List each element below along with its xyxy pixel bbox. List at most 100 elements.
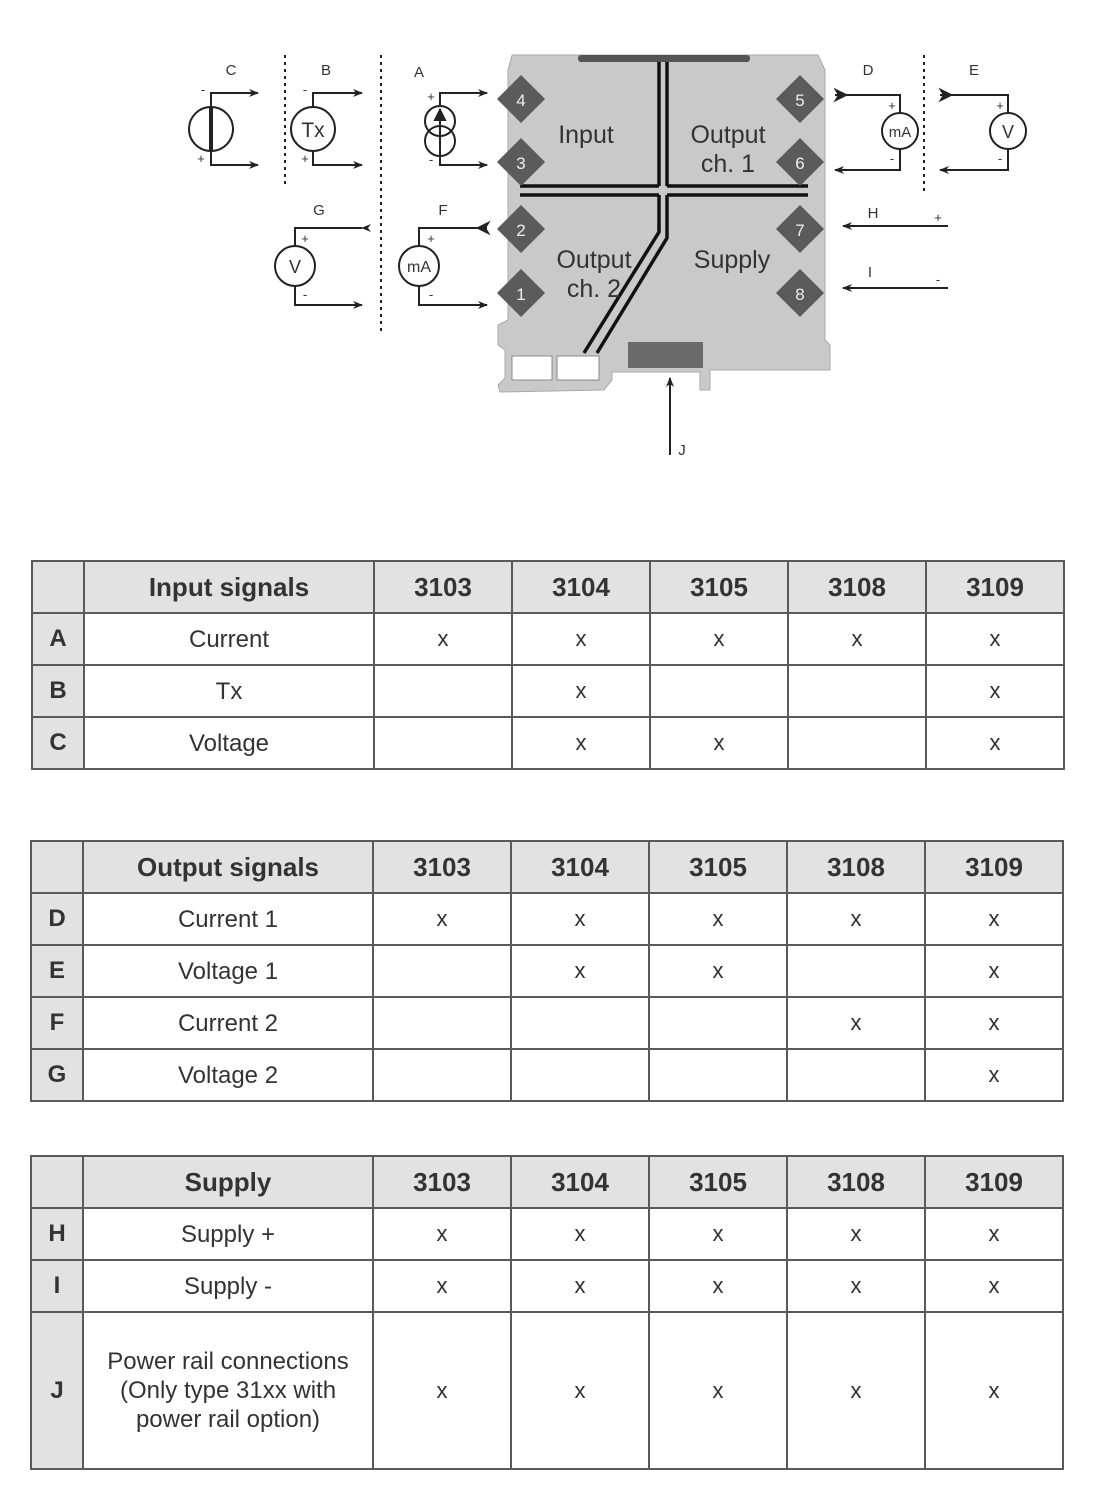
support-mark: x	[511, 664, 651, 718]
polarity-plus: +	[427, 89, 435, 104]
support-mark: x	[924, 944, 1064, 998]
terminal-number: 6	[795, 154, 804, 173]
terminal-5	[775, 74, 825, 124]
support-mark: x	[786, 1311, 926, 1470]
support-mark	[510, 1048, 650, 1102]
terminal-number: 5	[795, 91, 804, 110]
polarity-minus: -	[890, 151, 894, 166]
label-a: A	[414, 64, 424, 81]
polarity-plus: +	[197, 151, 205, 166]
terminal-2	[496, 204, 546, 254]
section-input: Input	[558, 121, 614, 149]
support-mark	[373, 716, 513, 770]
polarity-minus: -	[201, 82, 205, 97]
support-mark: x	[649, 716, 789, 770]
model-header: 3104	[511, 560, 651, 614]
support-mark: x	[648, 1311, 788, 1470]
section-output1-ch: ch. 1	[701, 150, 755, 178]
support-mark: x	[372, 892, 512, 946]
polarity-minus: -	[303, 287, 307, 302]
model-header: 3108	[786, 840, 926, 894]
support-mark: x	[510, 892, 650, 946]
support-mark: x	[648, 892, 788, 946]
support-mark: x	[648, 1207, 788, 1261]
row-letter: I	[30, 1259, 84, 1313]
support-mark: x	[372, 1311, 512, 1470]
support-mark	[786, 1048, 926, 1102]
support-mark: x	[510, 1259, 650, 1313]
polarity-plus: +	[427, 231, 435, 246]
terminal-number: 3	[516, 154, 525, 173]
support-mark: x	[924, 1048, 1064, 1102]
ammeter-d	[833, 87, 919, 174]
terminal-7	[775, 204, 825, 254]
ammeter-f	[398, 220, 491, 309]
polarity-minus: -	[998, 151, 1002, 166]
support-mark: x	[511, 716, 651, 770]
terminal-number: 7	[795, 221, 804, 240]
internal-isolation-lines	[520, 62, 808, 354]
support-mark: x	[372, 1207, 512, 1261]
support-mark: x	[925, 664, 1065, 718]
corner-cell	[30, 1155, 84, 1209]
voltmeter-g	[274, 224, 371, 309]
support-mark: x	[372, 1259, 512, 1313]
terminal-3	[496, 137, 546, 187]
support-mark: x	[648, 1259, 788, 1313]
terminal-1	[496, 268, 546, 318]
polarity-minus: -	[429, 152, 433, 167]
row-label: Current	[83, 612, 375, 666]
ma-label: mA	[889, 124, 912, 141]
support-mark: x	[786, 1207, 926, 1261]
v-label: V	[1002, 122, 1014, 142]
model-header: 3108	[787, 560, 927, 614]
support-mark: x	[510, 1311, 650, 1470]
voltage-source-c	[188, 89, 259, 169]
row-label: Supply +	[82, 1207, 374, 1261]
row-letter: D	[30, 892, 84, 946]
terminal-4	[496, 74, 546, 124]
support-mark: x	[649, 612, 789, 666]
model-header: 3105	[648, 1155, 788, 1209]
support-mark	[787, 664, 927, 718]
ma-label: mA	[407, 259, 431, 276]
row-letter: B	[31, 664, 85, 718]
support-mark: x	[786, 892, 926, 946]
support-mark: x	[924, 1259, 1064, 1313]
row-label: Voltage 1	[82, 944, 374, 998]
row-letter: J	[30, 1311, 84, 1470]
polarity-minus: -	[936, 272, 940, 287]
v-label: V	[289, 257, 301, 277]
corner-cell	[31, 560, 85, 614]
support-mark	[787, 716, 927, 770]
terminal-number: 2	[516, 221, 525, 240]
model-header: 3109	[924, 1155, 1064, 1209]
support-mark: x	[511, 612, 651, 666]
section-output2-ch: ch. 2	[567, 275, 621, 303]
tx-label: Tx	[301, 119, 325, 142]
support-mark: x	[510, 1207, 650, 1261]
section-output2: Output	[556, 246, 631, 274]
terminal-number: 4	[516, 91, 525, 110]
row-letter: C	[31, 716, 85, 770]
polarity-plus: +	[996, 98, 1004, 113]
row-label: Supply -	[82, 1259, 374, 1313]
table-title: Supply	[82, 1155, 374, 1209]
label-f: F	[438, 202, 447, 219]
support-mark: x	[924, 996, 1064, 1050]
label-d: D	[863, 62, 874, 79]
model-header: 3103	[373, 560, 513, 614]
